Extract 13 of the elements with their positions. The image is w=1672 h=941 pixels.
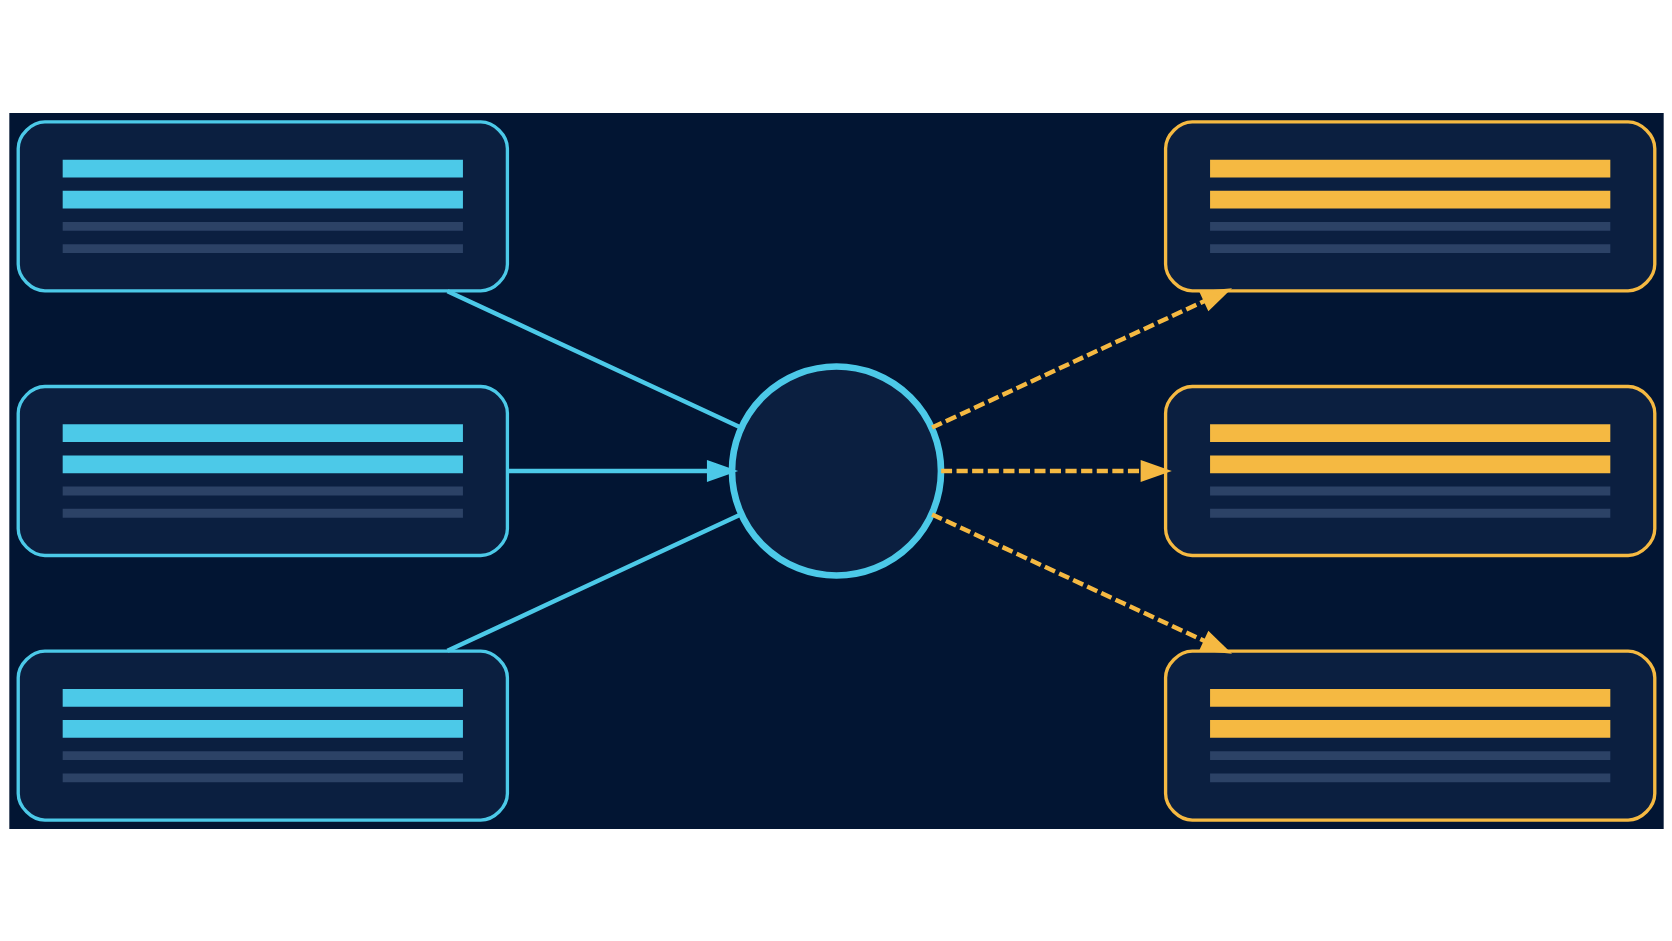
node-box: [1163, 119, 1656, 293]
arrow: [940, 459, 1172, 482]
node-box: [16, 119, 509, 293]
node-box: [1163, 648, 1656, 822]
node-box: [16, 648, 509, 822]
connector: [446, 288, 742, 430]
node-box: [1163, 384, 1656, 557]
arrow: [507, 459, 738, 482]
node-circle: [728, 362, 944, 579]
node-box: [16, 384, 509, 557]
connector: [446, 511, 742, 653]
arrow: [930, 287, 1232, 430]
arrow: [930, 511, 1232, 654]
